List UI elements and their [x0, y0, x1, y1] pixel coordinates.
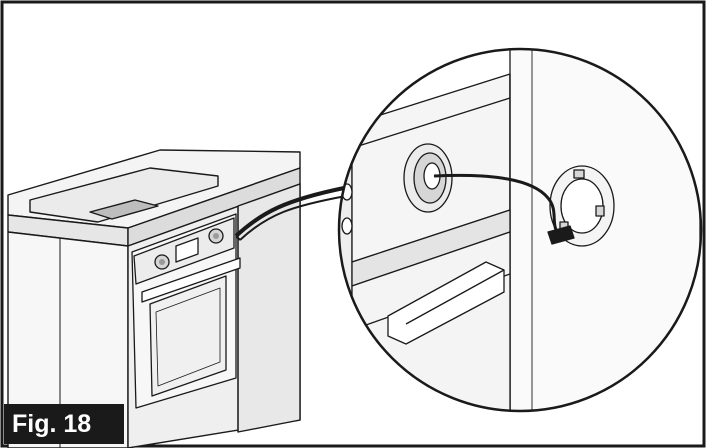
figure-label: Fig. 18: [4, 404, 124, 444]
zoom-cable: [433, 173, 563, 238]
oven-window: [149, 275, 227, 397]
cabinet-left-face: [7, 231, 129, 448]
oven-display: [175, 237, 199, 263]
cabinet-right-panel: [237, 183, 301, 433]
zoom-circle-outline: [337, 47, 703, 413]
oven-handle: [141, 257, 241, 303]
oven: [131, 213, 241, 409]
zoom-oven-handle: [387, 261, 505, 345]
cooktop: [29, 167, 219, 223]
cable: [234, 186, 345, 238]
cooktop-vent: [89, 199, 159, 220]
